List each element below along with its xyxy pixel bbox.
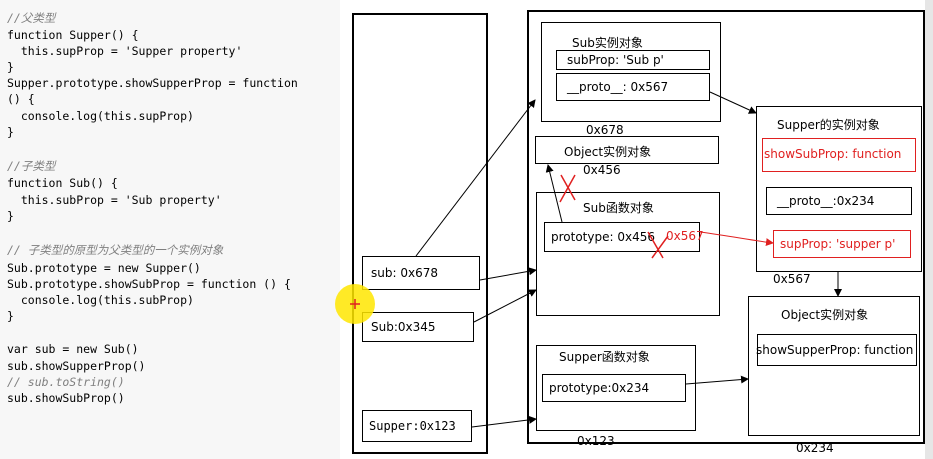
code-line: } xyxy=(7,125,14,139)
sub-instance-title: Sub实例对象 xyxy=(572,36,643,50)
stack-var-Sub-label: Sub:0x345 xyxy=(371,320,436,334)
sub-instance-proto: __proto__: 0x567 xyxy=(556,73,710,101)
code-panel: //父类型 function Supper() { this.supProp =… xyxy=(0,0,340,459)
sub-function-new-address: 0x567 xyxy=(666,229,704,243)
code-line: Supper.prototype.showSupperProp = functi… xyxy=(7,76,298,90)
object-instance-small-address: 0x456 xyxy=(583,163,621,177)
stack-var-sub-label: sub: 0x678 xyxy=(371,266,438,280)
sub-function-object: Sub函数对象 xyxy=(536,192,720,316)
sub-instance-subprop-label: subProp: 'Sub p' xyxy=(567,53,664,67)
stack-var-Supper: Supper:0x123 xyxy=(362,410,472,442)
code-line: sub.showSupperProp() xyxy=(7,359,146,373)
code-line: //子类型 xyxy=(7,159,56,173)
code-line: // sub.toString() xyxy=(7,375,125,389)
code-line: //父类型 xyxy=(7,11,56,25)
stack-frame xyxy=(352,13,488,454)
stack-var-sub: sub: 0x678 xyxy=(362,256,480,290)
stack-var-Sub: Sub:0x345 xyxy=(362,312,474,342)
object-instance-small-title: Object实例对象 xyxy=(564,145,652,159)
supper-instance-supprop: supProp: 'supper p' xyxy=(773,230,911,258)
object-instance-big-address: 0x234 xyxy=(796,441,834,455)
code-line: sub.showSubProp() xyxy=(7,391,125,405)
cursor-highlight xyxy=(335,284,375,324)
sub-function-title: Sub函数对象 xyxy=(583,201,654,215)
supper-function-title: Supper函数对象 xyxy=(559,350,650,364)
code-line: this.supProp = 'Supper property' xyxy=(7,44,243,58)
code-line: } xyxy=(7,60,14,74)
supper-instance-supprop-label: supProp: 'supper p' xyxy=(780,237,896,251)
supper-instance-showsubprop: showSubProp: function xyxy=(762,138,916,172)
sub-instance-address: 0x678 xyxy=(586,123,624,137)
code-line: () { xyxy=(7,92,35,106)
code-line: console.log(this.subProp) xyxy=(7,293,194,307)
code-line: console.log(this.supProp) xyxy=(7,109,194,123)
code-line: var sub = new Sub() xyxy=(7,342,139,356)
code-line: function Supper() { xyxy=(7,28,139,42)
code-line: this.subProp = 'Sub property' xyxy=(7,193,222,207)
sub-instance-subprop: subProp: 'Sub p' xyxy=(556,50,710,70)
object-instance-big-title: Object实例对象 xyxy=(781,308,869,322)
stack-var-Supper-label: Supper:0x123 xyxy=(369,419,456,433)
supper-function-prototype-label: prototype:0x234 xyxy=(549,381,650,395)
object-instance-big: Object实例对象 xyxy=(748,296,920,436)
code-line: // 子类型的原型为父类型的一个实例对象 xyxy=(7,243,224,257)
code-line: Sub.prototype.showSubProp = function () … xyxy=(7,277,291,291)
sub-function-prototype-label: prototype: 0x456 xyxy=(551,230,655,244)
cursor-crosshair-icon xyxy=(350,299,360,309)
code-line: Sub.prototype = new Supper() xyxy=(7,261,201,275)
object-instance-showsupperprop-label: showSupperProp: function xyxy=(756,343,914,357)
code-line: } xyxy=(7,309,14,323)
sub-function-prototype: prototype: 0x456 xyxy=(544,222,700,252)
sub-instance-object: Sub实例对象 xyxy=(541,22,721,122)
supper-instance-proto-label: __proto__:0x234 xyxy=(777,194,875,208)
supper-instance-address: 0x567 xyxy=(773,272,811,286)
sub-instance-proto-label: __proto__: 0x567 xyxy=(567,80,669,94)
supper-function-prototype: prototype:0x234 xyxy=(542,374,686,402)
code-line: } xyxy=(7,209,14,223)
object-instance-small: Object实例对象 xyxy=(535,136,719,164)
object-instance-showsupperprop: showSupperProp: function xyxy=(756,334,917,366)
supper-instance-showsubprop-label: showSubProp: function xyxy=(764,147,902,161)
supper-function-address: 0x123 xyxy=(577,434,615,448)
supper-instance-title: Supper的实例对象 xyxy=(777,118,880,132)
scrollbar[interactable] xyxy=(925,0,933,459)
supper-instance-proto: __proto__:0x234 xyxy=(766,187,912,215)
code-line: function Sub() { xyxy=(7,176,118,190)
